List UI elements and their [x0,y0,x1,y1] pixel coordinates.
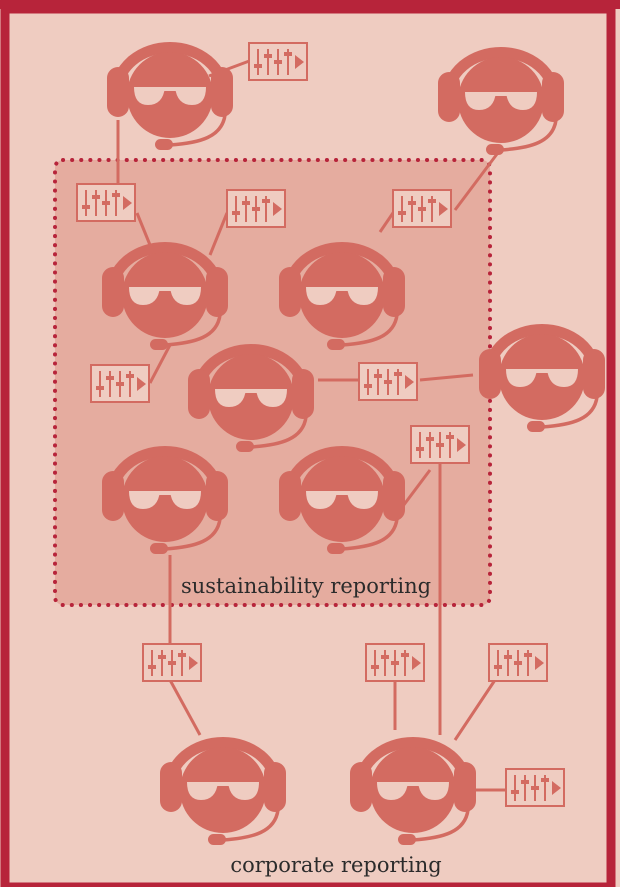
mixer-icon [227,190,285,227]
mixer-icon [489,644,547,681]
sustainability-reporting-label: sustainability reporting [181,574,431,598]
top-border [0,0,620,9]
mixer-icon [393,190,451,227]
corporate-reporting-label: corporate reporting [230,853,441,877]
mixer-icon [411,426,469,463]
mixer-icon [77,184,135,221]
mixer-icon [249,43,307,80]
mixer-icon [143,644,201,681]
mixer-icon [91,365,149,402]
mixer-icon [366,644,424,681]
mixer-icon [506,769,564,806]
mixer-icon [359,363,417,400]
